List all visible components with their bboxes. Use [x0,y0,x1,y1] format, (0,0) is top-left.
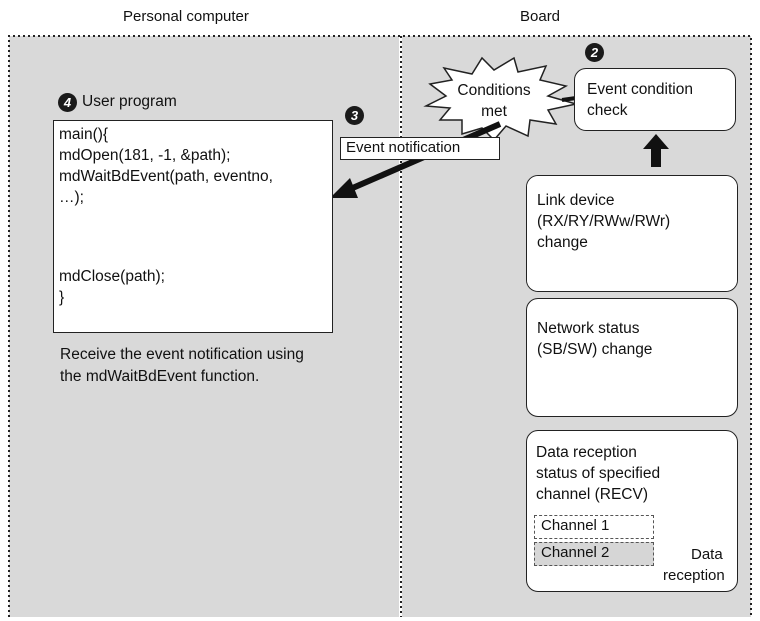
link-device-line-1: Link device [537,192,615,209]
data-reception-arrow-label-1: Data [691,546,723,563]
code-line-5: mdClose(path); [59,268,165,285]
step-3-marker: 3 [345,106,364,125]
event-notification-label: Event notification [340,137,500,160]
up-arrow-head [643,134,669,149]
personal-computer-header: Personal computer [123,8,249,25]
conditions-met-line-2: met [481,103,507,120]
data-reception-arrow-label-2: reception [663,567,725,584]
channel-1-box: Channel 1 [534,515,654,539]
user-program-box: main(){ mdOpen(181, -1, &path); mdWaitBd… [53,120,333,333]
link-device-line-2: (RX/RY/RWw/RWr) [537,213,671,230]
up-arrow-shaft [651,147,661,167]
conditions-met-line-1: Conditions [457,82,531,99]
event-condition-check-box: Event condition check [574,68,736,131]
conditions-met-starburst [423,56,577,142]
network-status-line-1: Network status [537,320,640,337]
notification-arrow-head [330,178,358,198]
link-device-box [526,175,738,292]
event-condition-check-line-2: check [587,102,628,119]
user-program-title: User program [82,93,177,110]
data-reception-box: Data reception status of specified chann… [526,430,738,592]
channel-2-box: Channel 2 [534,542,654,566]
link-device-line-3: change [537,234,588,251]
data-reception-line-1: Data reception [536,444,637,461]
data-reception-line-2: status of specified [536,465,661,482]
caption-line-2: the mdWaitBdEvent function. [60,368,260,385]
data-reception-line-3: channel (RECV) [536,486,648,503]
step-2-marker: 2 [585,43,604,62]
code-line-4: …); [59,189,84,206]
event-condition-check-line-1: Event condition [587,81,693,98]
check-connector [561,96,577,102]
code-line-1: main(){ [59,126,109,143]
board-header: Board [520,8,561,25]
network-status-line-2: (SB/SW) change [537,341,653,358]
network-status-box [526,298,738,417]
code-line-3: mdWaitBdEvent(path, eventno, [59,168,273,185]
step-4-marker: 4 [58,93,77,112]
code-line-2: mdOpen(181, -1, &path); [59,147,231,164]
caption-line-1: Receive the event notification using [60,346,304,363]
outer-dotted-frame [8,35,752,617]
code-line-6: } [59,289,65,306]
